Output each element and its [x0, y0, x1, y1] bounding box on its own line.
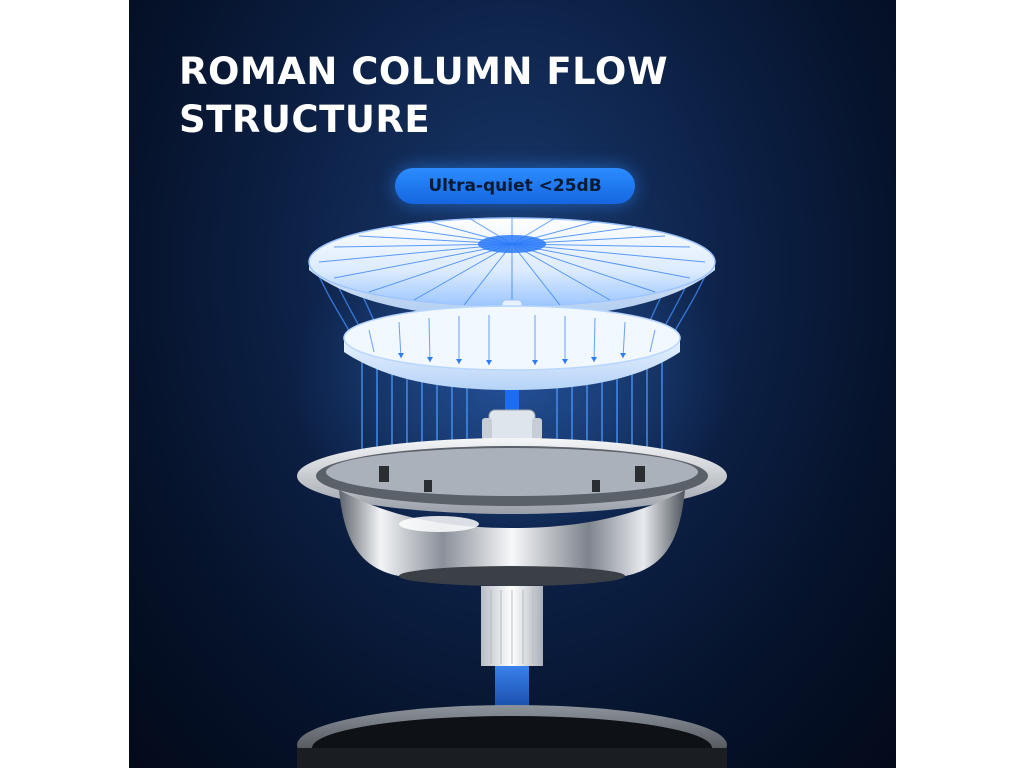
fountain-illustration: [292, 210, 732, 768]
middle-disc: [343, 305, 681, 390]
headline-line-2: STRUCTURE: [179, 98, 431, 141]
product-panel: ROMAN COLUMN FLOW STRUCTURE Ultra-quiet …: [129, 0, 896, 768]
headline: ROMAN COLUMN FLOW STRUCTURE: [179, 48, 739, 144]
stainless-steel-tray: [297, 438, 727, 586]
reservoir-rim: [297, 705, 727, 768]
noise-level-badge: Ultra-quiet <25dB: [395, 168, 635, 204]
headline-line-1: ROMAN COLUMN FLOW: [179, 50, 669, 93]
